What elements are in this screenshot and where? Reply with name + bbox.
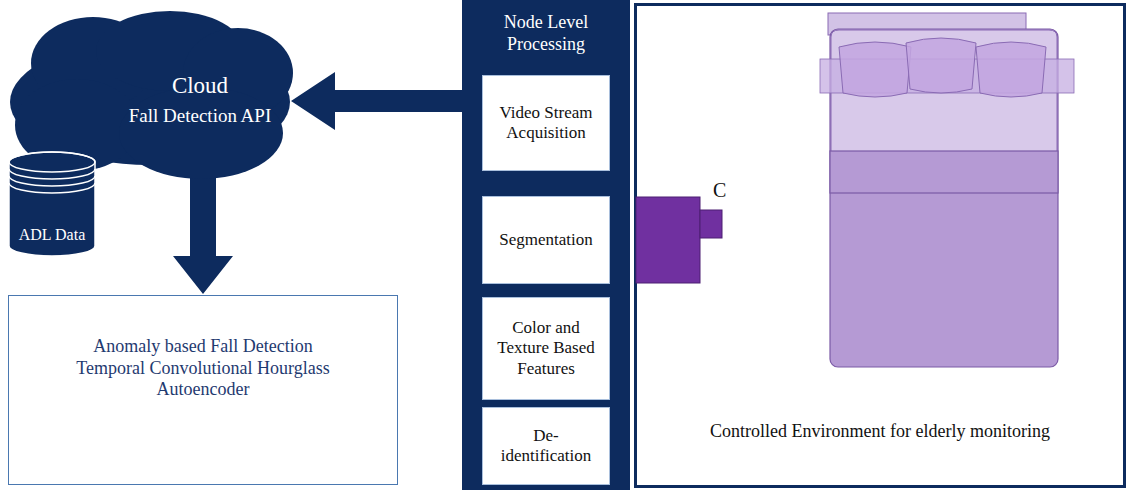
node-text: Fall Detection API [129, 105, 271, 128]
node-text: Color and Texture Based Features [489, 318, 603, 379]
node-text: Controlled Environment for elderly monit… [710, 421, 1050, 443]
output-box: Anomaly based Fall Detection Temporal Co… [8, 295, 398, 485]
node-text: De-identification [489, 426, 603, 467]
camera-label: C [713, 178, 726, 202]
block-arrow [173, 177, 233, 294]
processing-panel: Node Level ProcessingVideo Stream Acquis… [462, 0, 630, 490]
database-cylinder: ADL Data [8, 150, 96, 258]
process-box: Color and Texture Based Features [482, 297, 610, 400]
node-text: Cloud [172, 72, 228, 100]
node-text: Video Stream Acquisition [489, 103, 603, 144]
environment-box: Controlled Environment for elderly monit… [634, 3, 1126, 488]
node-text: ADL Data [19, 225, 86, 244]
block-arrow [291, 72, 462, 130]
process-box: Segmentation [482, 196, 610, 284]
process-box: De-identification [482, 407, 610, 485]
node-text: Anomaly based Fall Detection Temporal Co… [58, 336, 348, 401]
bed-illustration [637, 6, 1123, 485]
process-box: Video Stream Acquisition [482, 75, 610, 171]
node-text: Segmentation [499, 230, 592, 250]
node-text: Node Level Processing [482, 12, 610, 55]
